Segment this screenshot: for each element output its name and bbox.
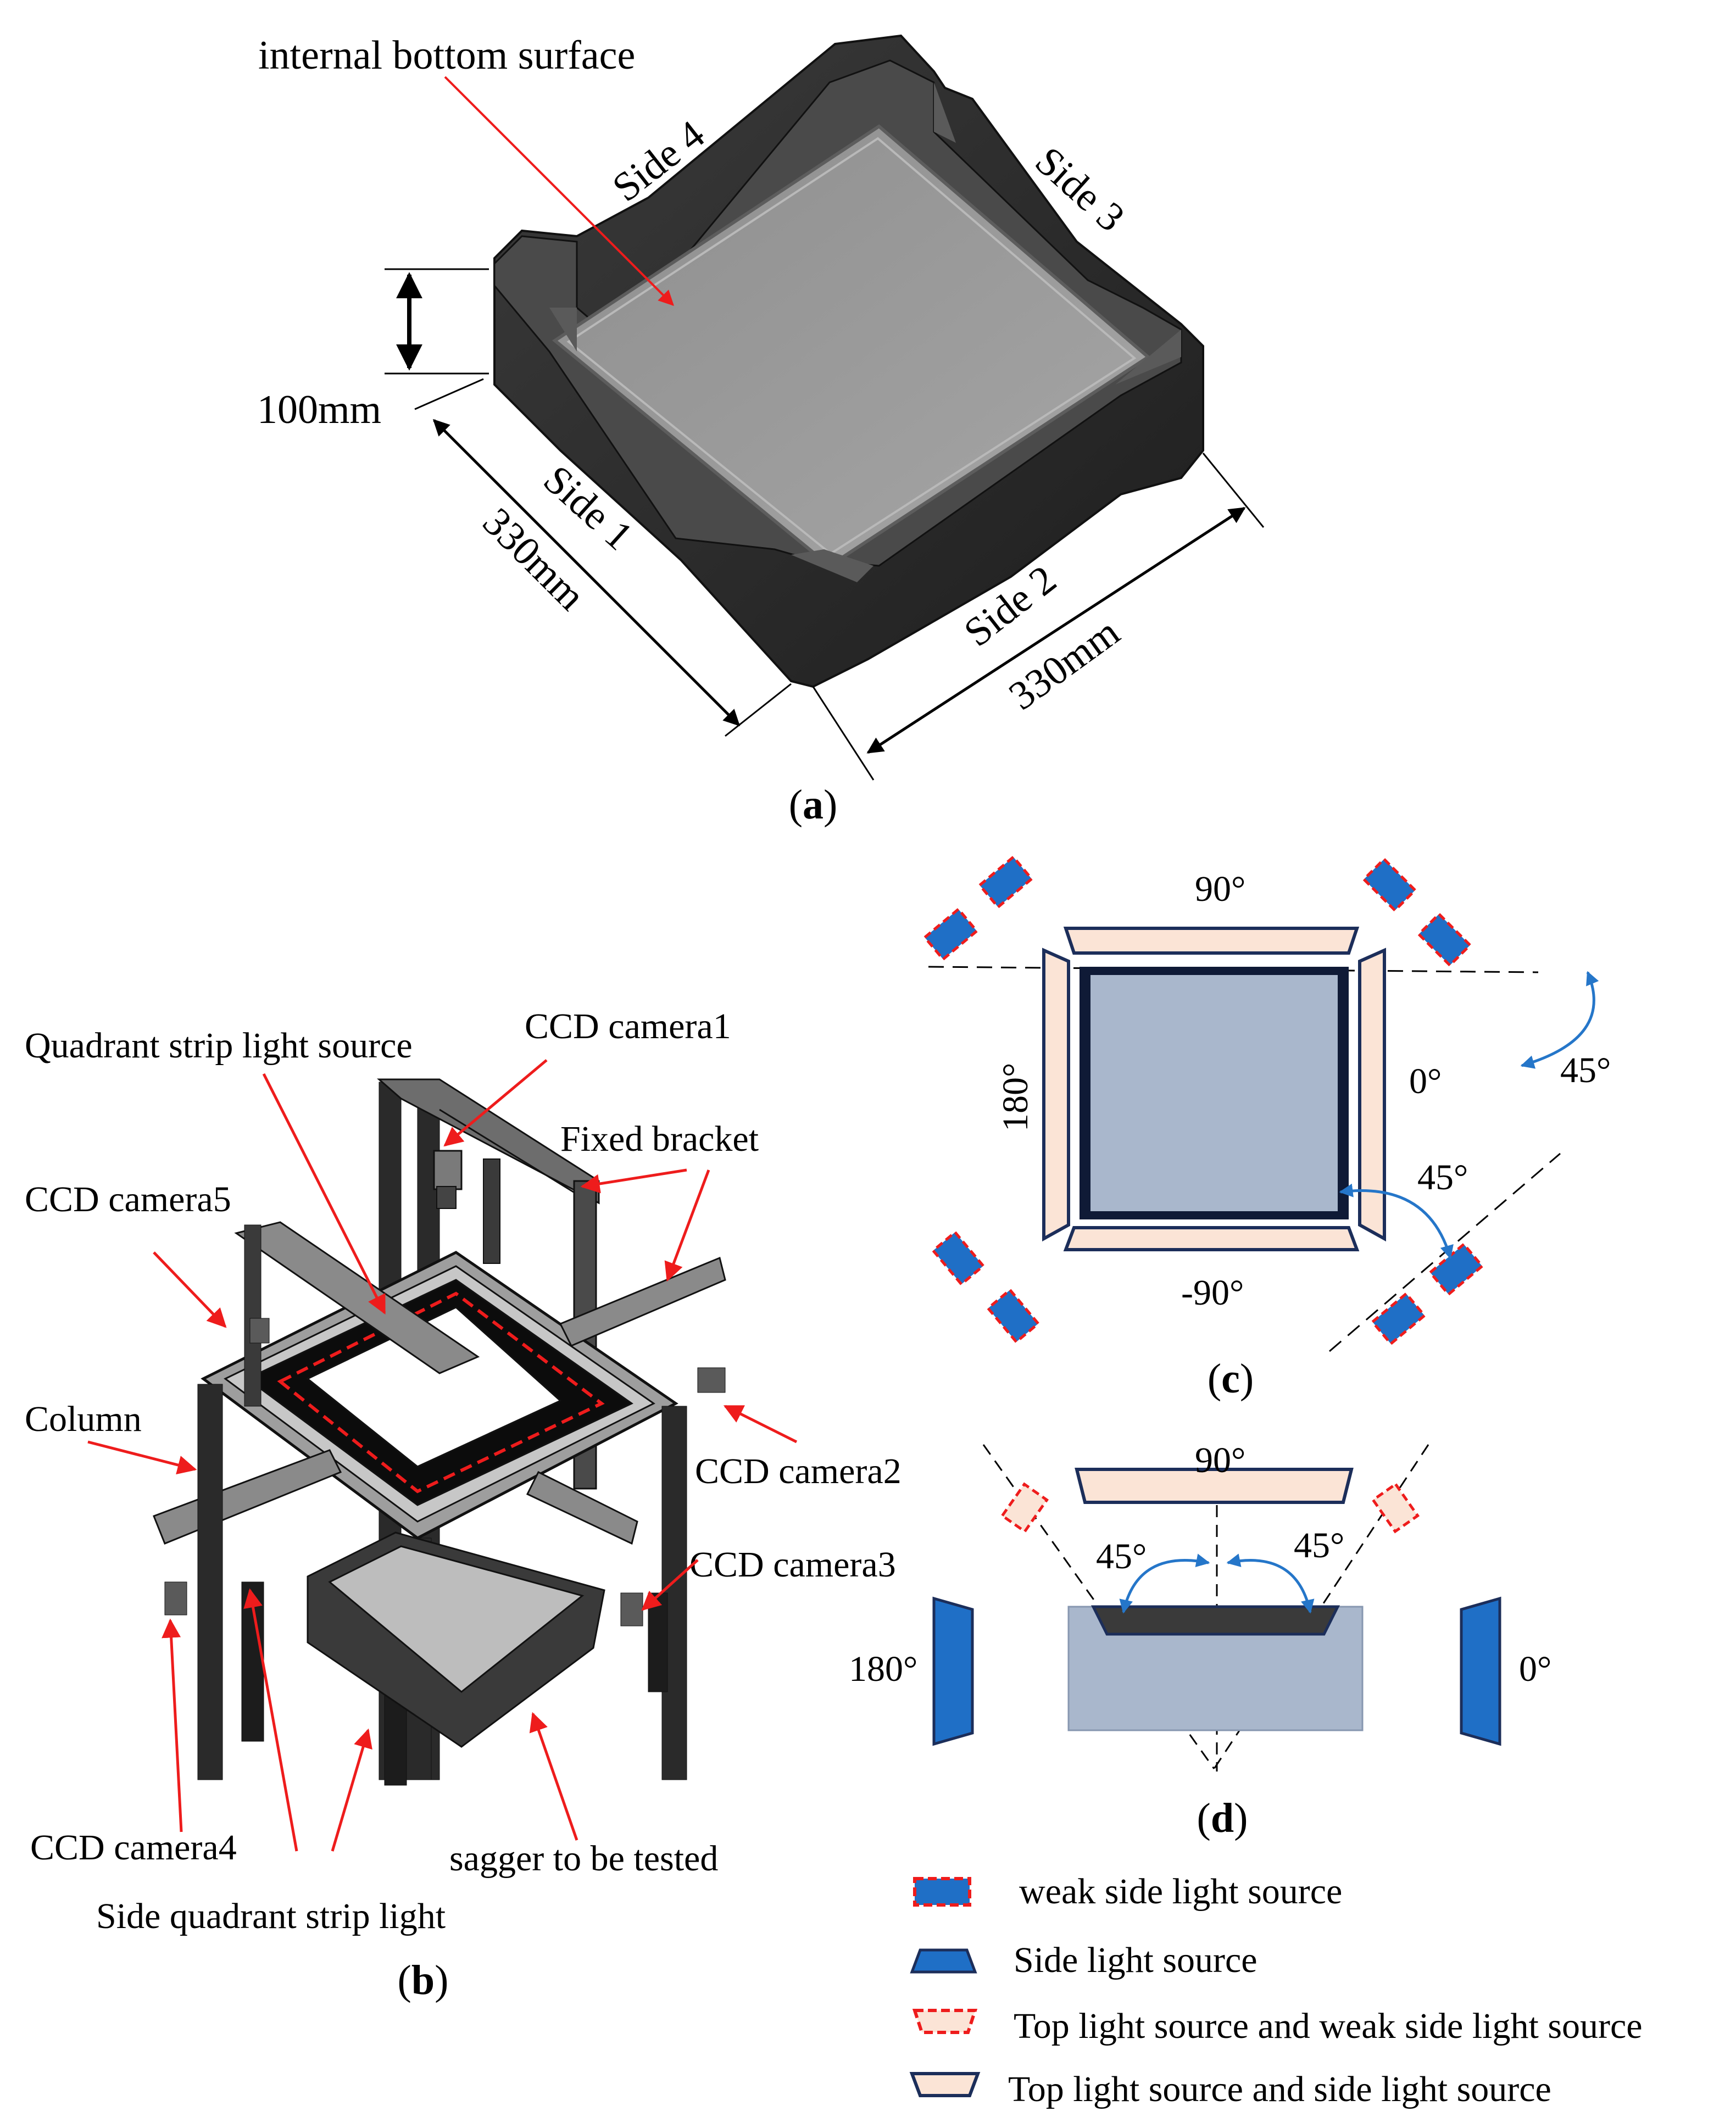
weak-light-top-right [1362, 857, 1472, 967]
notch-front [791, 549, 873, 582]
d-sagger-interior [1090, 1605, 1340, 1636]
panel-d: 90° 45° 45° 180° 0° (d) [849, 1440, 1551, 1841]
top-light-bar-180 [1042, 948, 1070, 1242]
d-angle-45-right: 45° [1294, 1525, 1344, 1566]
c-angle-right: 0° [1409, 1061, 1442, 1101]
legend-label-side: Side light source [1014, 1940, 1258, 1980]
caption-a: (a) [789, 782, 838, 828]
legend-item-top-side: Top light source and side light source [909, 2069, 1551, 2109]
arrow-side-strip-a [243, 1588, 298, 1852]
c-angle-rot-right: 45° [1560, 1050, 1611, 1090]
label-dim-height: 100mm [257, 387, 381, 432]
top-light-bar-90 [1063, 927, 1360, 955]
label-ccd3: CCD camera3 [689, 1545, 896, 1585]
d-angle-top: 90° [1195, 1440, 1245, 1480]
label-side-strip: Side quadrant strip light [96, 1896, 446, 1936]
arrow-column [87, 1440, 197, 1475]
legend-swatch-weak-side [913, 1877, 971, 1907]
dim-side2-ext-b [1202, 453, 1265, 528]
arrow-ccd4 [162, 1618, 183, 1832]
c-angle-left: 180° [995, 1063, 1036, 1132]
legend: weak side light source Side light source… [909, 1871, 1643, 2109]
notch-left [549, 308, 577, 352]
d-rotation-arrow-right [1226, 1553, 1315, 1614]
weak-light-bottom-left [931, 1230, 1041, 1344]
legend-item-side: Side light source [910, 1940, 1258, 1980]
notch-right [1115, 330, 1181, 385]
legend-label-top-weak: Top light source and weak side light sou… [1014, 2006, 1643, 2046]
panel-b: Quadrant strip light source CCD camera1 … [25, 1006, 902, 2003]
legend-swatch-top-side [909, 2072, 981, 2097]
legend-swatch-top-weak [912, 2009, 978, 2034]
rotation-arrow-corner [1339, 1183, 1454, 1260]
top-light-bar-neg90 [1063, 1226, 1360, 1251]
legend-label-weak-side: weak side light source [1019, 1871, 1342, 1912]
arrow-fixed-bracket-a [580, 1168, 687, 1194]
panel-a: internal bottom surface Side 4 Side 3 Si… [257, 33, 1265, 828]
weak-light-top-left [922, 855, 1034, 961]
legend-swatch-side [910, 1948, 977, 1974]
legend-item-top-weak: Top light source and weak side light sou… [912, 2006, 1643, 2046]
label-column: Column [25, 1399, 142, 1439]
notch-back [934, 82, 956, 143]
d-weak-top-light-left [1000, 1482, 1049, 1534]
arrow-fixed-bracket-b [664, 1169, 710, 1282]
dim-side1-ext-b [725, 683, 792, 737]
panel-c: 90° 180° 0° -90° 45° 45° (c) [922, 855, 1611, 1402]
arrow-ccd3 [641, 1559, 699, 1611]
top-light-bar-0 [1358, 948, 1386, 1242]
c-angle-rot-corner: 45° [1417, 1157, 1468, 1197]
arrow-side-strip-b [331, 1728, 372, 1852]
d-angle-right: 0° [1519, 1649, 1551, 1689]
dim-side2-arrow [866, 506, 1246, 754]
legend-item-weak-side: weak side light source [913, 1871, 1342, 1912]
label-ccd4: CCD camera4 [30, 1828, 237, 1868]
dim-side1-ext-a [414, 378, 484, 410]
d-side-light-180 [932, 1596, 974, 1746]
arrow-sagger [529, 1712, 578, 1841]
d-angle-45-left: 45° [1096, 1536, 1147, 1576]
arrow-ccd1 [443, 1059, 548, 1147]
caption-c: (c) [1208, 1356, 1254, 1402]
d-rotation-arrow-left [1119, 1553, 1210, 1614]
c-angle-top: 90° [1195, 869, 1245, 909]
caption-d: (d) [1197, 1795, 1248, 1841]
d-side-light-0 [1460, 1596, 1501, 1746]
caption-b: (b) [398, 1957, 449, 2003]
arrow-ccd2 [723, 1405, 798, 1444]
floor-inner-edge [566, 137, 1137, 555]
c-angle-bottom: -90° [1181, 1273, 1244, 1313]
d-angle-left: 180° [849, 1649, 917, 1689]
rotation-arrow-right [1520, 971, 1599, 1069]
dim-side2-ext-a [812, 686, 875, 781]
label-internal-bottom: internal bottom surface [258, 33, 635, 78]
inspection-rig [153, 1078, 726, 1786]
dim-side1-arrow [432, 419, 741, 727]
label-ccd2: CCD camera2 [695, 1451, 902, 1491]
d-weak-top-light-right [1371, 1482, 1420, 1534]
weak-light-bottom-right [1370, 1242, 1484, 1346]
arrow-ccd5 [153, 1251, 227, 1328]
label-quadrant-strip: Quadrant strip light source [25, 1026, 413, 1066]
label-fixed-bracket: Fixed bracket [560, 1119, 759, 1159]
sagger-top-view [1090, 975, 1338, 1211]
arrow-internal-bottom [444, 76, 674, 306]
d-top-light [1075, 1468, 1354, 1504]
label-ccd1: CCD camera1 [525, 1006, 731, 1046]
legend-label-top-side: Top light source and side light source [1008, 2069, 1551, 2109]
arrow-quadrant-strip [262, 1073, 386, 1315]
label-ccd5: CCD camera5 [25, 1179, 231, 1219]
label-sagger: sagger to be tested [449, 1839, 718, 1879]
